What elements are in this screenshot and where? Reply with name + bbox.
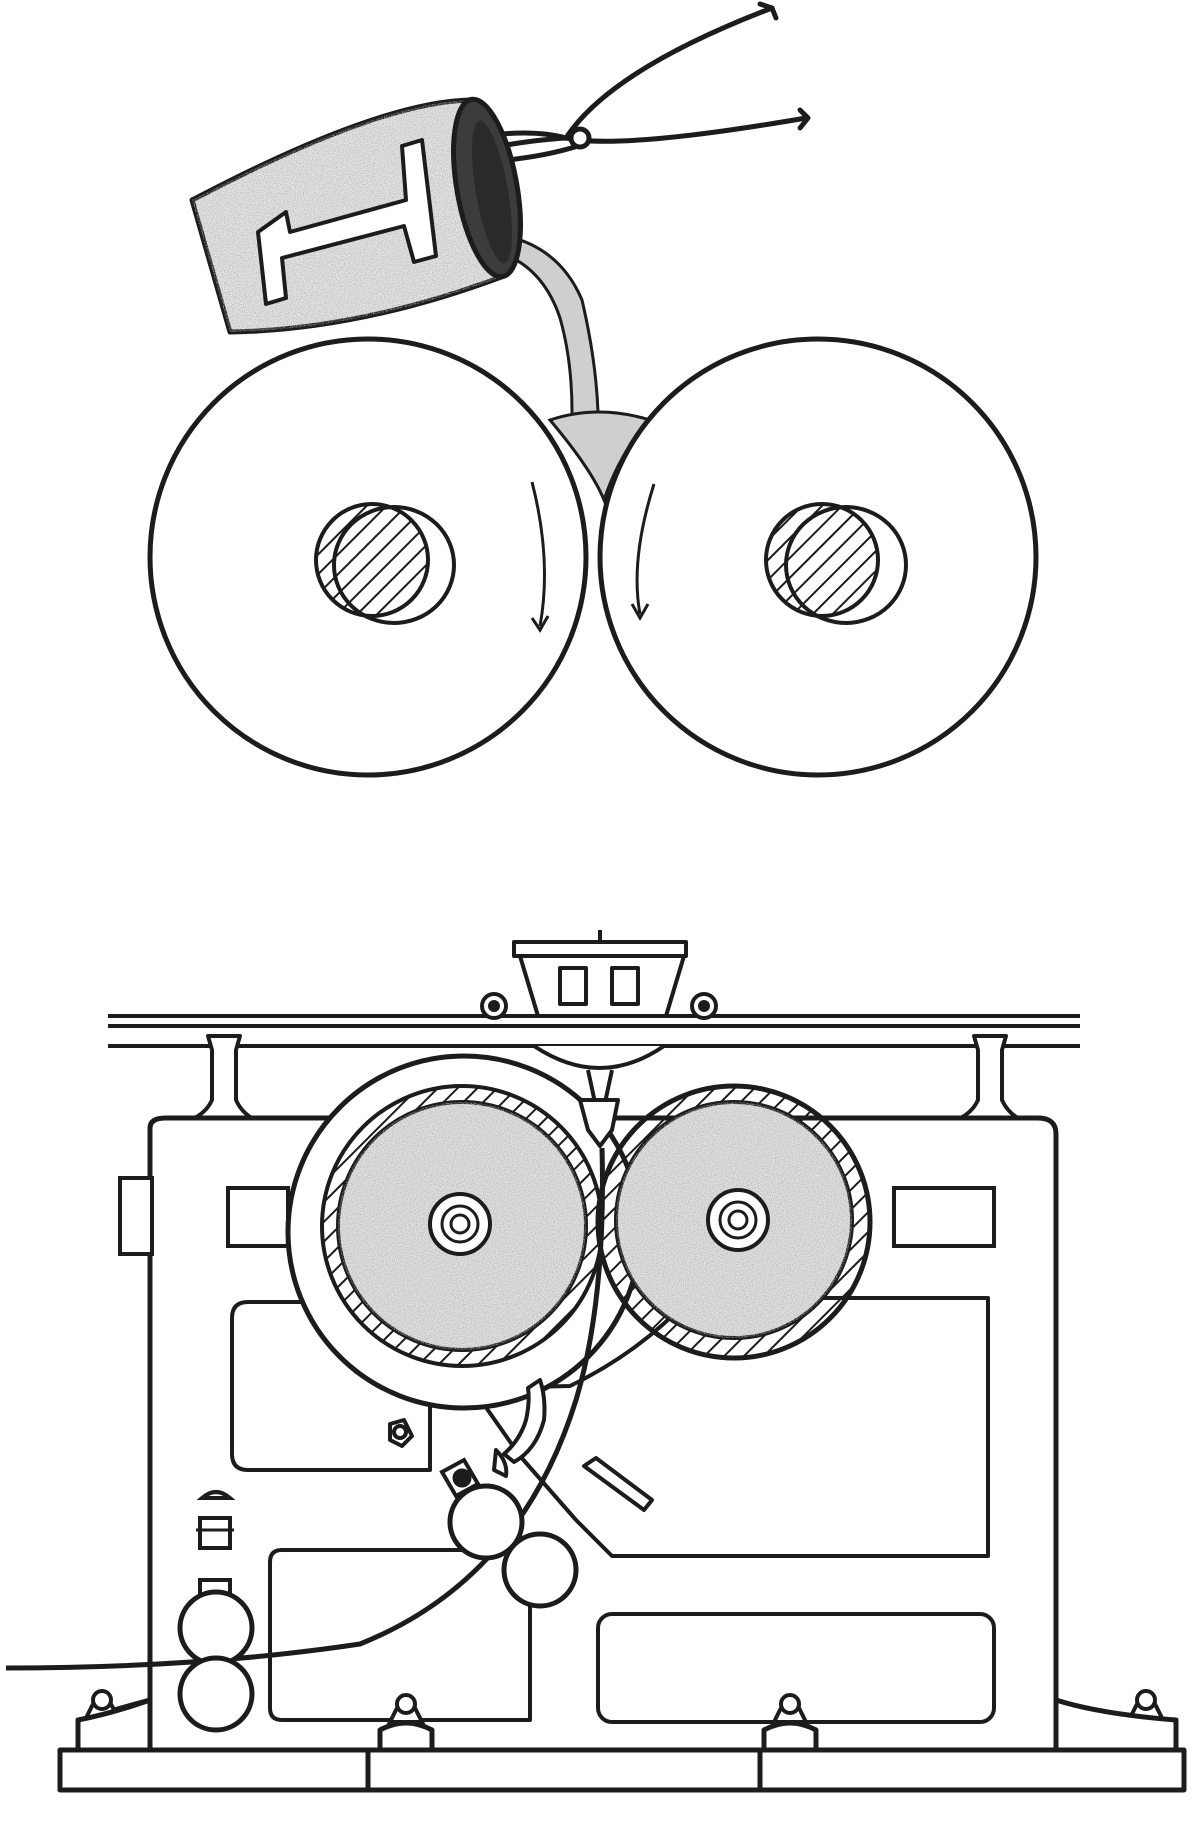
ladle-icon	[189, 96, 523, 335]
pouring-illustration	[147, 1, 1039, 778]
feed-nozzle	[578, 1098, 620, 1148]
right-roll	[597, 336, 1039, 778]
pinch-rolls	[439, 1457, 579, 1609]
rotation-arrow-icon	[635, 483, 656, 615]
bolt-icon	[82, 1689, 1166, 1724]
strip-guides	[388, 1378, 654, 1512]
machine-base	[57, 1697, 1187, 1793]
casting-roll-left	[285, 1053, 643, 1411]
left-roll	[147, 336, 589, 778]
tundish-carriage	[480, 930, 718, 1128]
casting-machine	[5, 930, 1187, 1793]
exit-rolls	[177, 1490, 255, 1733]
cast-strip	[5, 1147, 605, 1671]
rotation-arrow-icon	[530, 481, 546, 627]
casting-roll-right	[595, 1083, 873, 1361]
overhead-rails	[108, 1014, 1080, 1048]
tongs-icon	[467, 1, 811, 165]
